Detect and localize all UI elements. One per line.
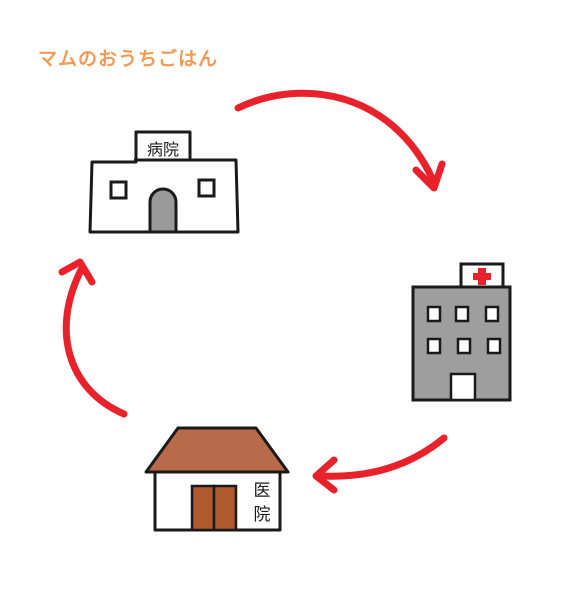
door-icon [148, 187, 178, 234]
hospital-building [411, 262, 512, 402]
window-icon [454, 305, 470, 323]
door-icon [449, 372, 477, 402]
home-clinic-sign-1: 医 [254, 481, 271, 501]
arrow-top-right [234, 89, 446, 192]
arrow-bottom-right [312, 434, 448, 494]
home-clinic-building: 医 院 [144, 426, 290, 532]
window-icon [197, 178, 216, 198]
window-icon [426, 305, 442, 323]
window-icon [456, 337, 472, 355]
home-clinic-sign-2: 院 [254, 505, 271, 525]
window-icon [484, 305, 500, 323]
clinic-building: 病院 [88, 130, 240, 234]
arrow-left [58, 258, 128, 418]
red-cross-icon [473, 268, 491, 285]
clinic-sign: 病院 [147, 140, 179, 159]
window-icon [486, 337, 502, 355]
page-title: マムのおうちごはん [38, 48, 219, 70]
double-door-icon [190, 484, 238, 532]
window-icon [109, 180, 128, 200]
window-icon [426, 337, 442, 355]
